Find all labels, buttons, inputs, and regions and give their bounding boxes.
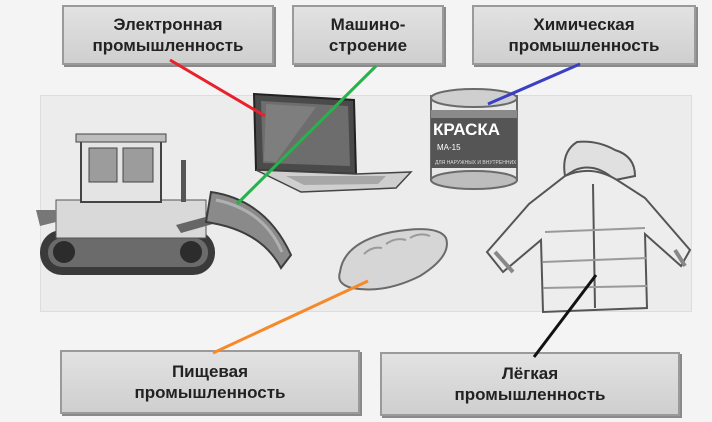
connector-chemical bbox=[487, 62, 581, 106]
paint-can-code: МА-15 bbox=[437, 143, 461, 152]
connector-light bbox=[532, 274, 598, 358]
connector-electronic bbox=[169, 58, 266, 118]
laptop-picture bbox=[252, 92, 413, 193]
label-machine-building: Машино-строение bbox=[292, 5, 444, 65]
jacket-picture bbox=[485, 140, 692, 314]
connector-food bbox=[212, 279, 369, 355]
paint-can-small-text: ДЛЯ НАРУЖНЫХ И ВНУТРЕННИХ bbox=[435, 160, 517, 166]
bulldozer-picture bbox=[36, 133, 293, 275]
paint-can-brand: КРАСКА bbox=[433, 120, 500, 139]
connector-machine bbox=[235, 64, 378, 206]
paint-can-picture: КРАСКА МА-15 ДЛЯ НАРУЖНЫХ И ВНУТРЕННИХ bbox=[430, 88, 518, 190]
